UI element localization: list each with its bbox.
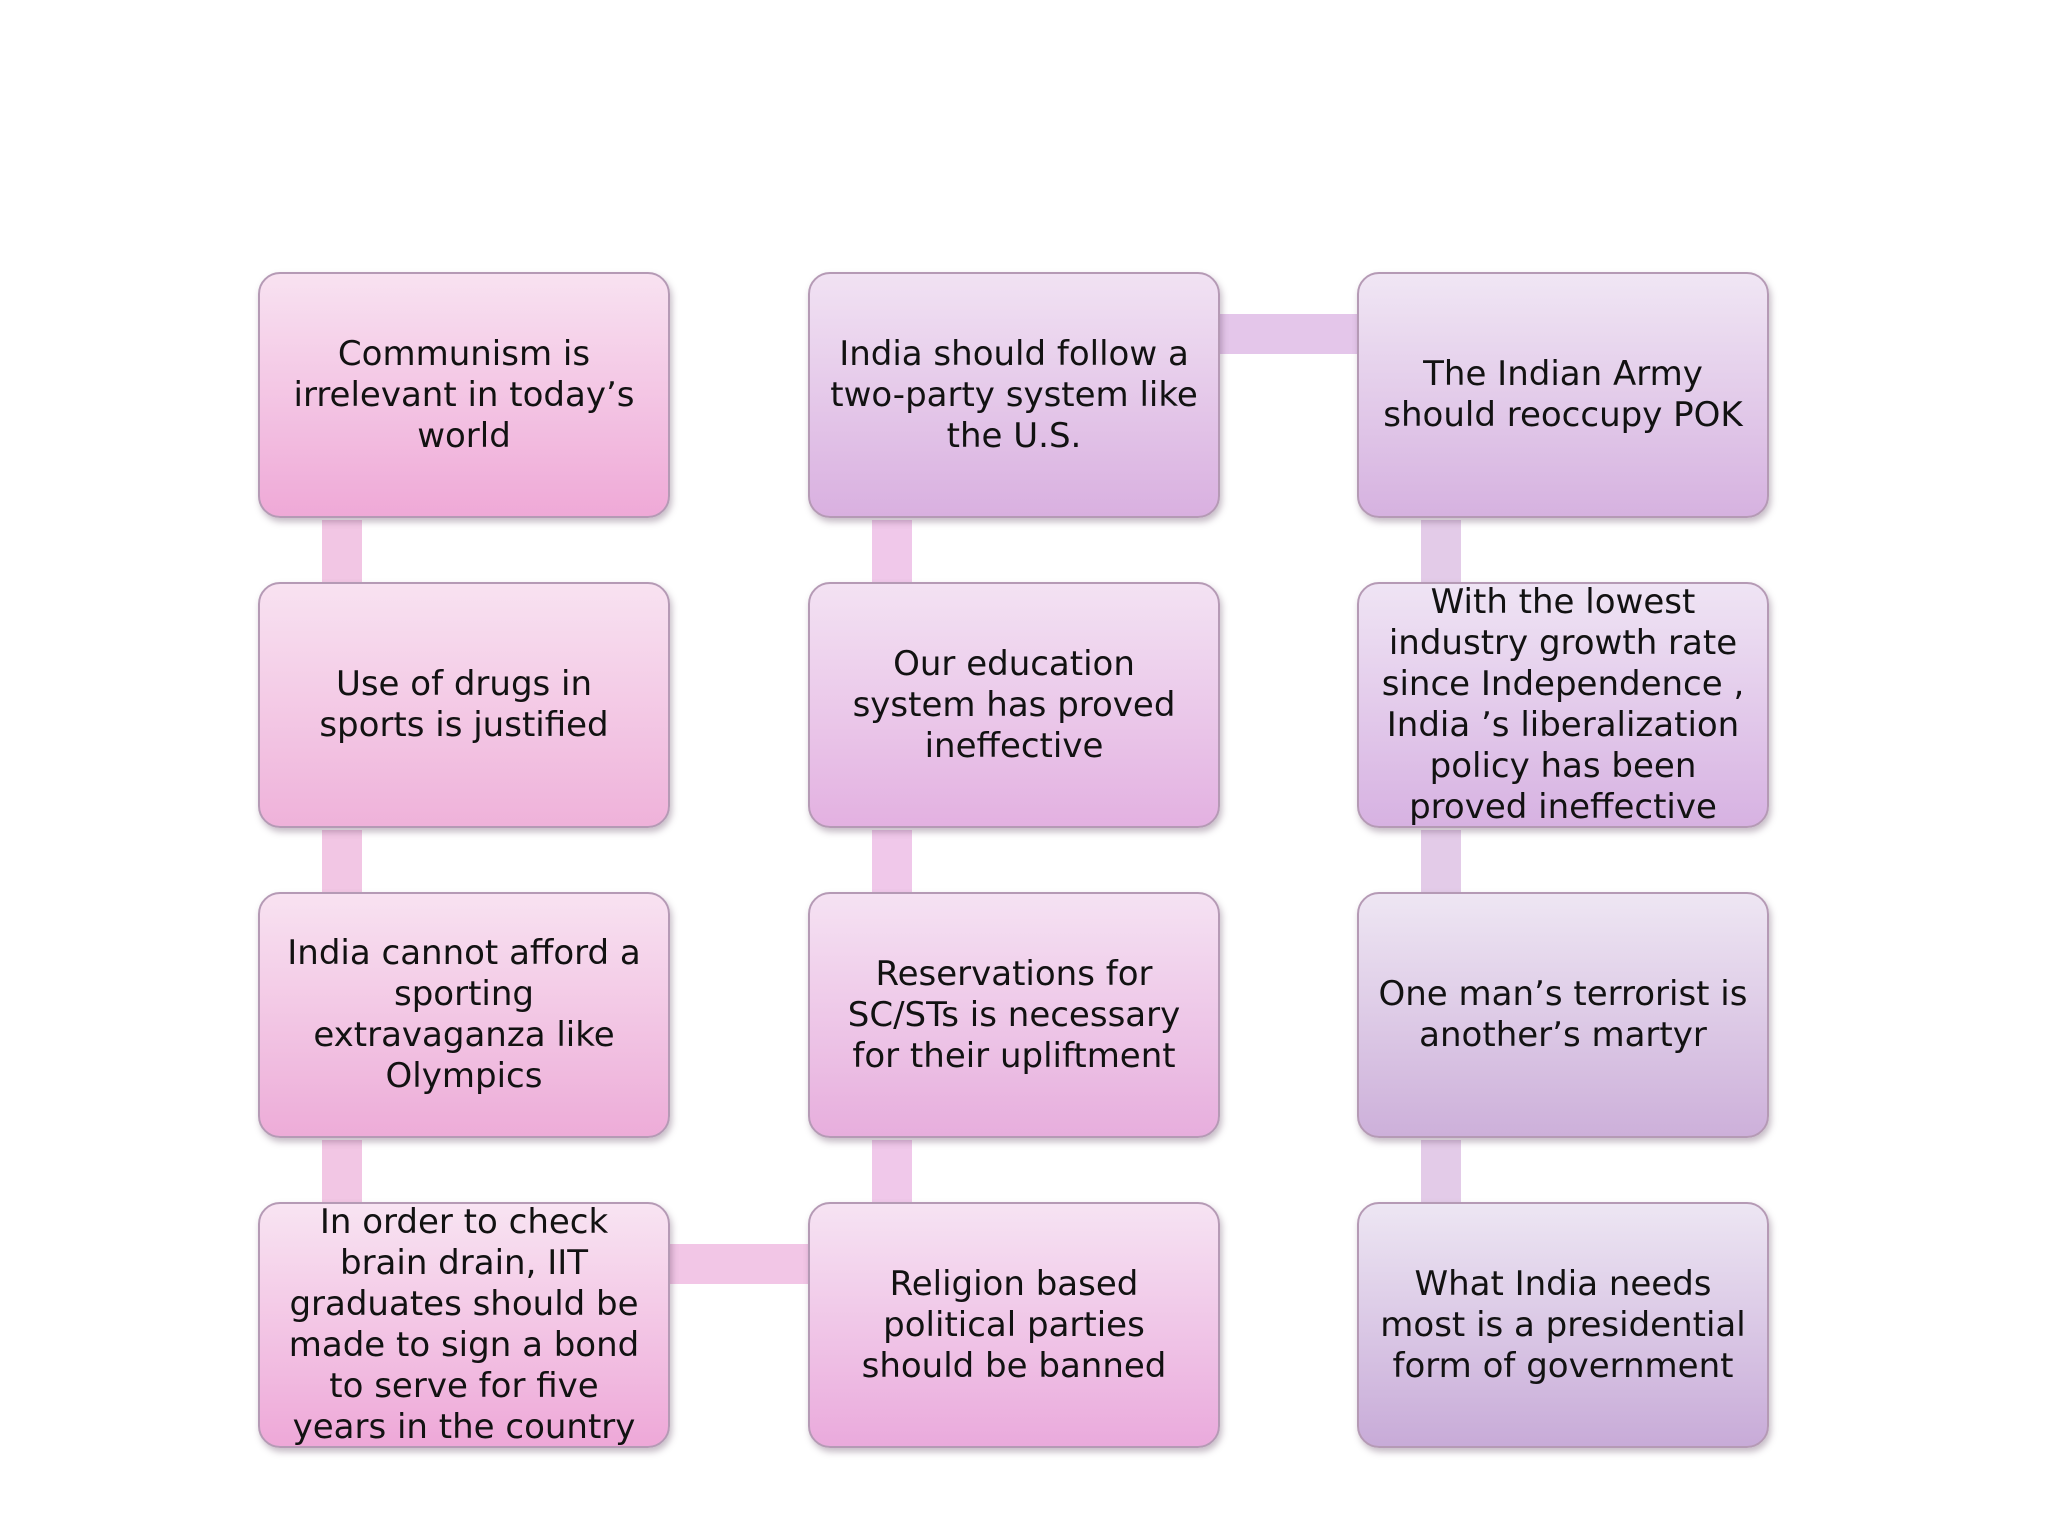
topic-text: Religion based political parties should …	[861, 1263, 1167, 1386]
connector-c3-3-4	[1421, 1140, 1461, 1206]
connector-c2-c3-top	[1219, 314, 1359, 354]
topic-text: Use of drugs in sports is justified	[319, 664, 609, 745]
topic-text: India cannot afford a sporting extravaga…	[287, 933, 641, 1096]
topic-box-c3-2: With the lowest industry growth rate sin…	[1357, 582, 1769, 828]
connector-c2-2-3	[872, 830, 912, 896]
connector-c2-3-4	[872, 1140, 912, 1206]
topic-box-c2-1: India should follow a two-party system l…	[808, 272, 1220, 518]
topic-text: One man’s terrorist is another’s martyr	[1378, 974, 1748, 1055]
topic-box-c1-1: Communism is irrelevant in today’s world	[258, 272, 670, 518]
topic-box-c2-3: Reservations for SC/STs is necessary for…	[808, 892, 1220, 1138]
topic-box-c3-3: One man’s terrorist is another’s martyr	[1357, 892, 1769, 1138]
topic-text: What India needs most is a presidential …	[1380, 1263, 1746, 1386]
connector-c2-1-2	[872, 520, 912, 586]
topic-box-c1-3: India cannot afford a sporting extravaga…	[258, 892, 670, 1138]
topic-text: With the lowest industry growth rate sin…	[1381, 582, 1745, 827]
connector-c3-1-2	[1421, 520, 1461, 586]
topic-text: Our education system has proved ineffect…	[852, 643, 1176, 766]
topic-box-c3-4: What India needs most is a presidential …	[1357, 1202, 1769, 1448]
topic-box-c1-2: Use of drugs in sports is justified	[258, 582, 670, 828]
connector-c3-2-3	[1421, 830, 1461, 896]
topic-text: The Indian Army should reoccupy POK	[1383, 354, 1743, 435]
connector-c1-3-4	[322, 1140, 362, 1206]
topic-text: Communism is irrelevant in today’s world	[293, 333, 635, 456]
connector-c1-2-3	[322, 830, 362, 896]
topic-box-c1-4: In order to check brain drain, IIT gradu…	[258, 1202, 670, 1448]
topic-box-c2-2: Our education system has proved ineffect…	[808, 582, 1220, 828]
topic-box-c2-4: Religion based political parties should …	[808, 1202, 1220, 1448]
connector-c1-c2-bottom	[670, 1244, 810, 1284]
topic-text: India should follow a two-party system l…	[830, 333, 1198, 456]
topic-text: Reservations for SC/STs is necessary for…	[847, 953, 1181, 1076]
connector-c1-1-2	[322, 520, 362, 586]
topic-box-c3-1: The Indian Army should reoccupy POK	[1357, 272, 1769, 518]
topic-text: In order to check brain drain, IIT gradu…	[288, 1202, 640, 1447]
